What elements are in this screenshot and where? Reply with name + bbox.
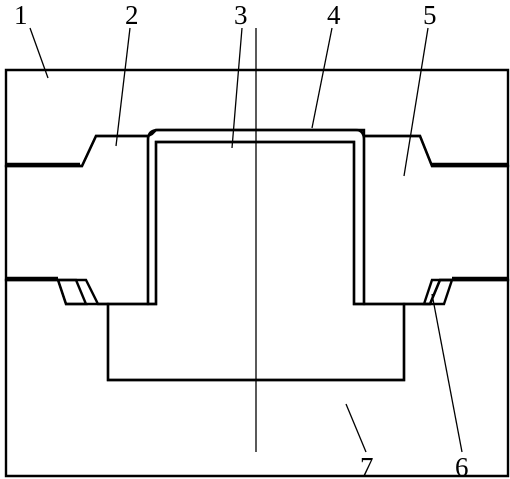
leader-2 [115,27,131,147]
label-7: 7 [360,452,374,479]
part-6-ring-right [422,278,454,306]
part-1-upper-die [4,68,510,168]
part-7-lower-die [4,278,510,478]
label-2: 2 [125,0,139,30]
part-4-sheet [146,128,366,306]
label-1: 1 [14,0,28,30]
leader-5 [403,27,429,177]
label-5: 5 [423,0,437,30]
leader-7 [345,403,367,453]
label-6: 6 [455,452,469,479]
leader-3 [231,27,243,149]
label-4: 4 [327,0,341,30]
part-6-ring-left [56,278,88,306]
leader-4 [311,27,333,129]
label-3: 3 [234,0,248,30]
leader-1 [29,27,49,79]
leader-6 [431,293,463,453]
